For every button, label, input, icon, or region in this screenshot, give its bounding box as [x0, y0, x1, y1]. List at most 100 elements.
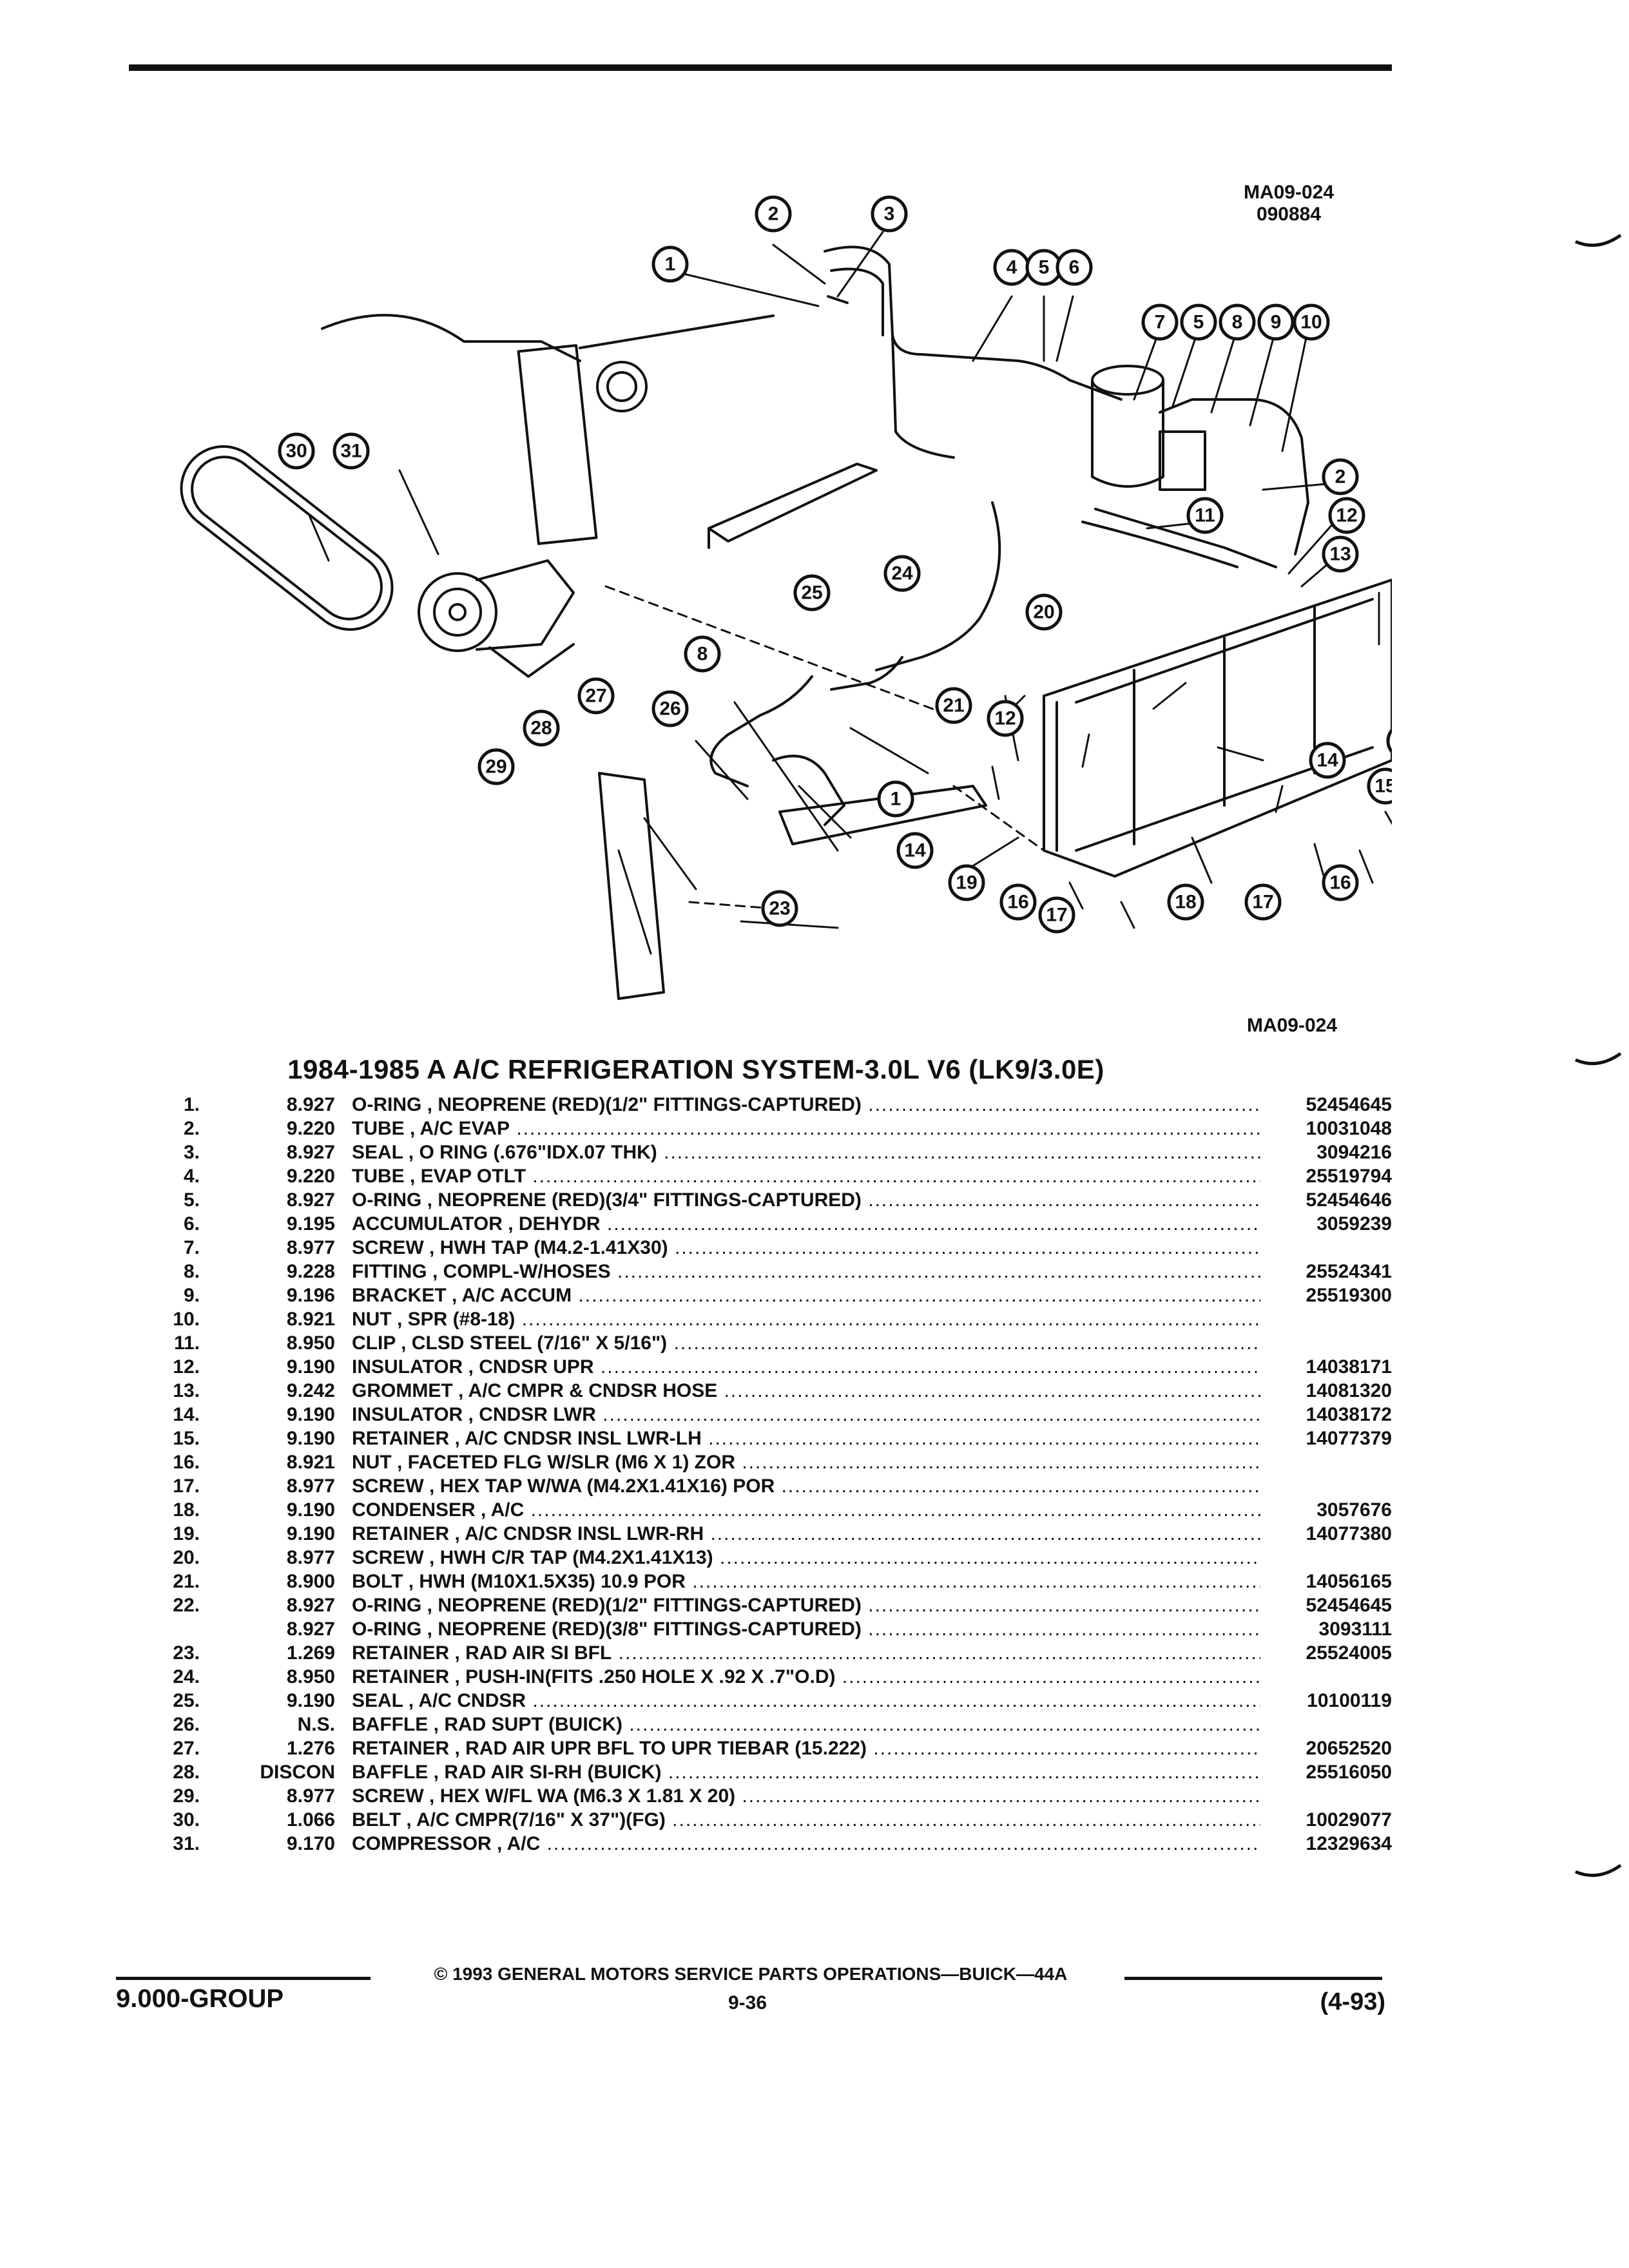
part-group-code: 8.921	[286, 1452, 335, 1473]
svg-text:12: 12	[1336, 505, 1357, 526]
callout-8b: 8	[684, 635, 721, 673]
svg-text:15: 15	[1374, 776, 1392, 797]
part-description: TUBE , EVAP OTLT	[352, 1166, 1260, 1187]
callout-31: 31	[333, 432, 370, 470]
part-description: RETAINER , A/C CNDSR INSL LWR-LH	[352, 1428, 1260, 1450]
callout-29: 29	[477, 748, 515, 785]
part-number: 14056165	[1260, 1571, 1392, 1593]
callout-1: 1	[651, 245, 689, 283]
svg-text:6: 6	[1069, 257, 1080, 278]
part-item-number: 6.	[183, 1213, 200, 1235]
part-description: FITTING , COMPL-W/HOSES	[352, 1261, 1260, 1283]
dashed-leaders	[604, 585, 1045, 910]
callout-5b: 5	[1180, 303, 1217, 341]
footer-rule-left	[116, 1977, 371, 1980]
diagram-code: MA09-024	[1243, 182, 1335, 203]
part-item-number: 24.	[173, 1666, 200, 1687]
callout-7: 7	[1141, 303, 1179, 341]
callout-17b: 17	[1244, 883, 1282, 921]
diagram-code-top: MA09-024 090884	[1205, 182, 1373, 226]
part-description: SCREW , HWH C/R TAP (M4.2X1.41X13)	[352, 1547, 1260, 1569]
svg-text:2: 2	[768, 204, 779, 225]
part-group-code: 9.190	[286, 1428, 335, 1449]
svg-text:31: 31	[340, 441, 361, 462]
part-description: TUBE , A/C EVAP	[352, 1118, 1260, 1140]
diagram-code-bottom: MA09-024	[1246, 1015, 1338, 1036]
part-number: 52454645	[1260, 1595, 1392, 1617]
callout-19: 19	[948, 864, 985, 901]
margin-mark	[1575, 1863, 1622, 1878]
part-number: 3059239	[1260, 1213, 1392, 1235]
callout-14: 14	[1309, 742, 1346, 779]
svg-text:26: 26	[659, 698, 680, 720]
part-description: BRACKET , A/C ACCUM	[352, 1285, 1260, 1307]
part-item-number: 25.	[173, 1690, 200, 1711]
part-item-number: 21.	[173, 1571, 200, 1592]
part-number: 3093111	[1260, 1619, 1392, 1640]
part-group-code: 9.190	[286, 1404, 335, 1425]
part-description: BELT , A/C CMPR(7/16" X 37")(FG)	[352, 1809, 1260, 1831]
callout-16b: 16	[1322, 864, 1359, 901]
part-description: CONDENSER , A/C	[352, 1499, 1260, 1521]
accumulator-hose-drawing	[1081, 398, 1309, 568]
part-description: O-RING , NEOPRENE (RED)(1/2" FITTINGS-CA…	[352, 1094, 1260, 1116]
callout-17: 17	[1038, 896, 1075, 934]
svg-text:8: 8	[697, 644, 708, 665]
part-group-code: 9.242	[286, 1380, 335, 1401]
svg-text:8: 8	[1232, 312, 1243, 333]
callout-12: 12	[1328, 497, 1365, 534]
part-group-code: 8.927	[286, 1189, 335, 1211]
parts-row: 26.N.S.BAFFLE , RAD SUPT (BUICK)	[155, 1714, 1392, 1738]
svg-text:2: 2	[1335, 466, 1346, 488]
part-description: O-RING , NEOPRENE (RED)(3/8" FITTINGS-CA…	[352, 1619, 1260, 1640]
callout-21: 21	[935, 687, 972, 724]
callout-18: 18	[1167, 883, 1204, 921]
part-group-code: DISCON	[260, 1762, 335, 1783]
accumulator-drawing	[1091, 365, 1251, 491]
svg-text:19: 19	[956, 872, 977, 894]
svg-text:1: 1	[891, 789, 901, 810]
callout-4: 4	[993, 249, 1030, 286]
part-description: SEAL , A/C CNDSR	[352, 1690, 1260, 1712]
condenser-drawing	[1043, 579, 1392, 878]
part-number: 14038172	[1260, 1404, 1392, 1426]
part-item-number: 3.	[183, 1142, 200, 1163]
svg-text:30: 30	[285, 441, 307, 462]
margin-mark	[1575, 1052, 1622, 1066]
part-number: 3094216	[1260, 1142, 1392, 1164]
svg-text:27: 27	[585, 686, 606, 707]
callout-12b: 12	[987, 700, 1024, 737]
diagram-date-code: 090884	[1256, 204, 1322, 225]
part-group-code: 8.977	[286, 1237, 335, 1258]
part-item-number: 26.	[173, 1714, 200, 1735]
part-item-number: 30.	[173, 1809, 200, 1831]
callout-30: 30	[278, 432, 315, 470]
part-description: SCREW , HWH TAP (M4.2-1.41X30)	[352, 1237, 1260, 1259]
callout-28: 28	[523, 709, 560, 747]
part-item-number: 20.	[173, 1547, 200, 1568]
belt-drawing	[180, 445, 394, 631]
part-group-code: 9.190	[286, 1690, 335, 1711]
svg-text:17: 17	[1252, 892, 1273, 913]
part-group-code: 9.220	[286, 1118, 335, 1139]
part-group-code: 8.927	[286, 1142, 335, 1163]
part-item-number: 18.	[173, 1499, 200, 1521]
part-group-code: 9.196	[286, 1285, 335, 1306]
svg-text:13: 13	[1329, 544, 1351, 565]
part-number: 14077379	[1260, 1428, 1392, 1450]
part-number: 20652520	[1260, 1738, 1392, 1760]
